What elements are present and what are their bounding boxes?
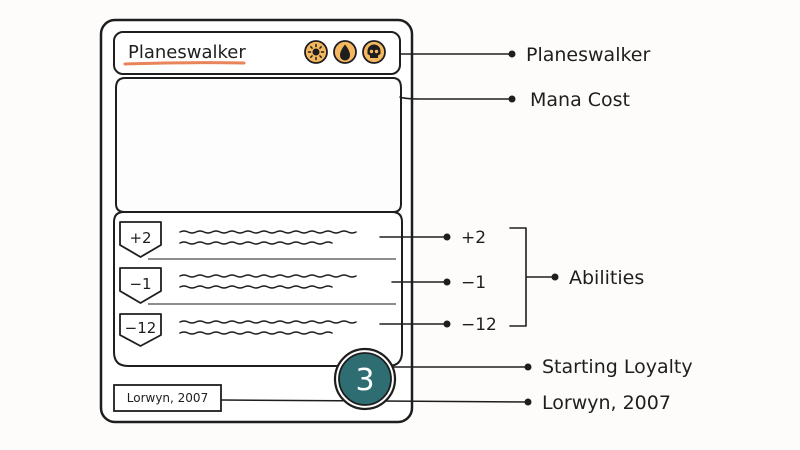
starting-loyalty-number: 3 (355, 363, 374, 398)
title-underline (123, 61, 246, 66)
art-box (115, 77, 402, 213)
set-info-text: Lorwyn, 2007 (127, 391, 208, 405)
sun-icon (304, 40, 328, 64)
callout-label-ability-plus-2: +2 (461, 228, 486, 248)
mana-symbols (304, 40, 386, 64)
ability-badge-minus-12: −12 (119, 313, 162, 347)
ability-badge-plus-2: +2 (119, 221, 162, 258)
callout-dots (443, 50, 559, 406)
starting-loyalty-badge: 3 (333, 347, 397, 411)
set-info-box (113, 384, 222, 412)
svg-text:−12: −12 (125, 319, 157, 337)
card-title: Planeswalker (128, 42, 246, 63)
water-drop-icon (333, 40, 357, 64)
callout-label-abilities: Abilities (569, 267, 644, 289)
callout-label-ability-minus-12: −12 (461, 315, 497, 335)
callout-label-starting-loyalty: Starting Loyalty (542, 356, 693, 378)
ability-badge-minus-1: −1 (119, 267, 162, 304)
skull-icon (362, 40, 386, 64)
callout-label-ability-minus-1: −1 (461, 273, 486, 293)
callout-label-planeswalker: Planeswalker (526, 44, 650, 66)
abilities-bracket (509, 227, 556, 327)
rules-text-placeholder (179, 230, 357, 335)
callout-label-mana-cost: Mana Cost (530, 89, 630, 111)
svg-text:+2: +2 (129, 229, 151, 247)
callout-label-set-info: Lorwyn, 2007 (542, 392, 671, 414)
svg-text:−1: −1 (129, 275, 151, 293)
